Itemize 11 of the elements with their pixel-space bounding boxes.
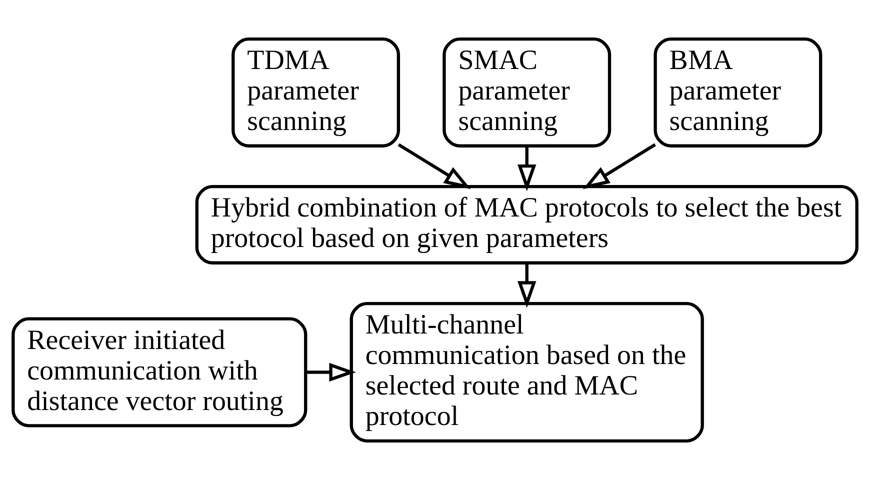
node-box: Receiver initiated communication with distance vector routing (12, 316, 308, 427)
node-box: Hybrid combination of MAC protocols to select the best protocol based on given parameters (195, 184, 858, 264)
arrow (306, 362, 356, 382)
arrow (518, 146, 536, 191)
arrow (518, 262, 536, 308)
arrow (582, 142, 656, 189)
node-box: TDMA parameter scanning (232, 37, 400, 147)
node-box: BMA parameter scanning (654, 37, 822, 147)
node-box: Multi-channel communication based on the selected route and MAC protocol (350, 302, 704, 442)
arrow (398, 142, 471, 189)
node-box: SMAC parameter scanning (442, 37, 612, 147)
